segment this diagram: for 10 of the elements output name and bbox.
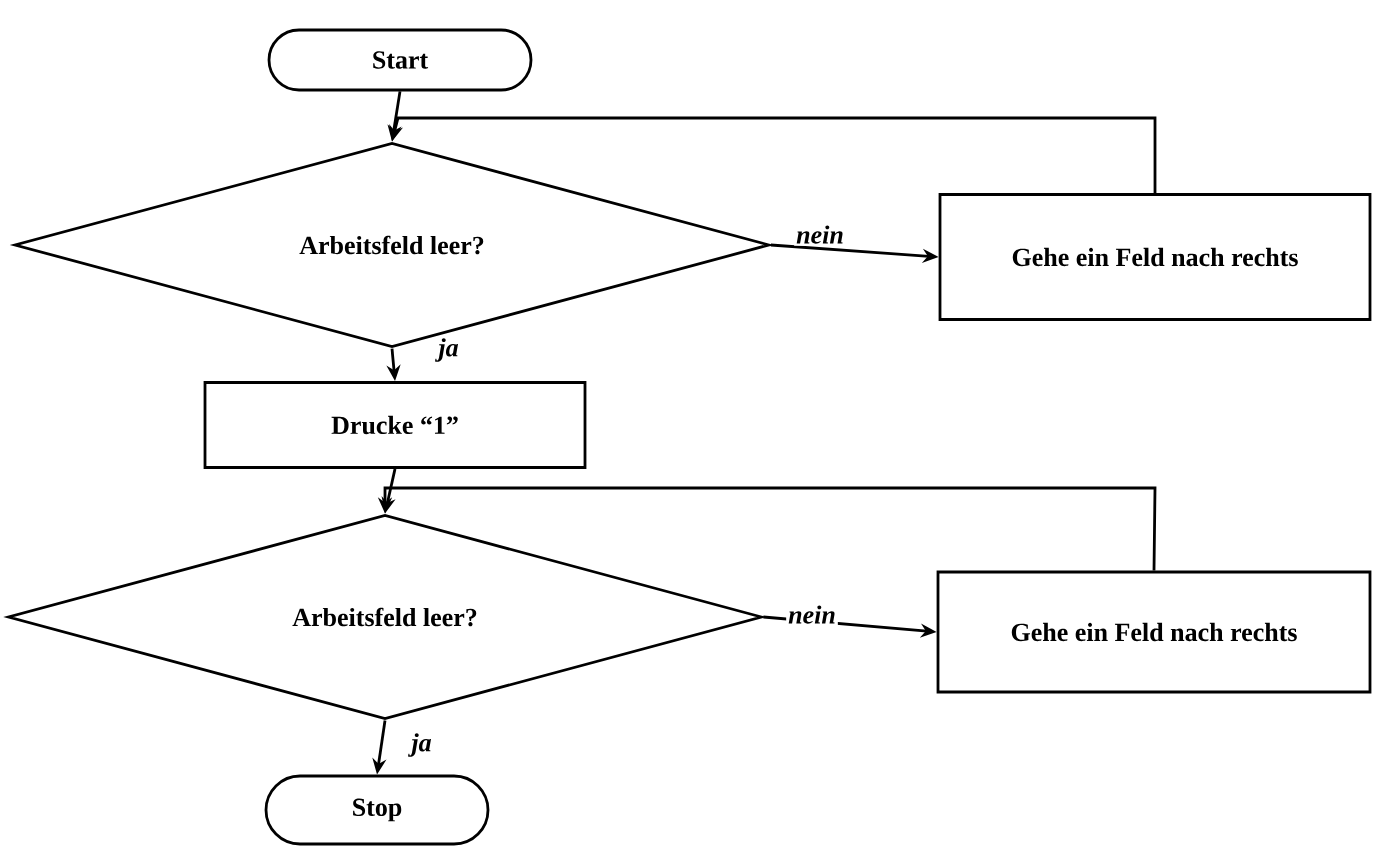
arrow	[389, 116, 1157, 194]
edge-label: ja	[435, 336, 461, 364]
process-box: Gehe ein Feld nach rechts	[938, 193, 1372, 321]
edge-label: ja	[408, 731, 434, 759]
edge-label: nein	[794, 223, 846, 246]
process-box: Gehe ein Feld nach rechts	[936, 570, 1372, 694]
terminal-box: Start	[267, 28, 533, 92]
terminal-box: Stop	[264, 774, 490, 846]
process-box: Drucke “1”	[203, 381, 587, 469]
edge-label: nein	[786, 603, 838, 626]
